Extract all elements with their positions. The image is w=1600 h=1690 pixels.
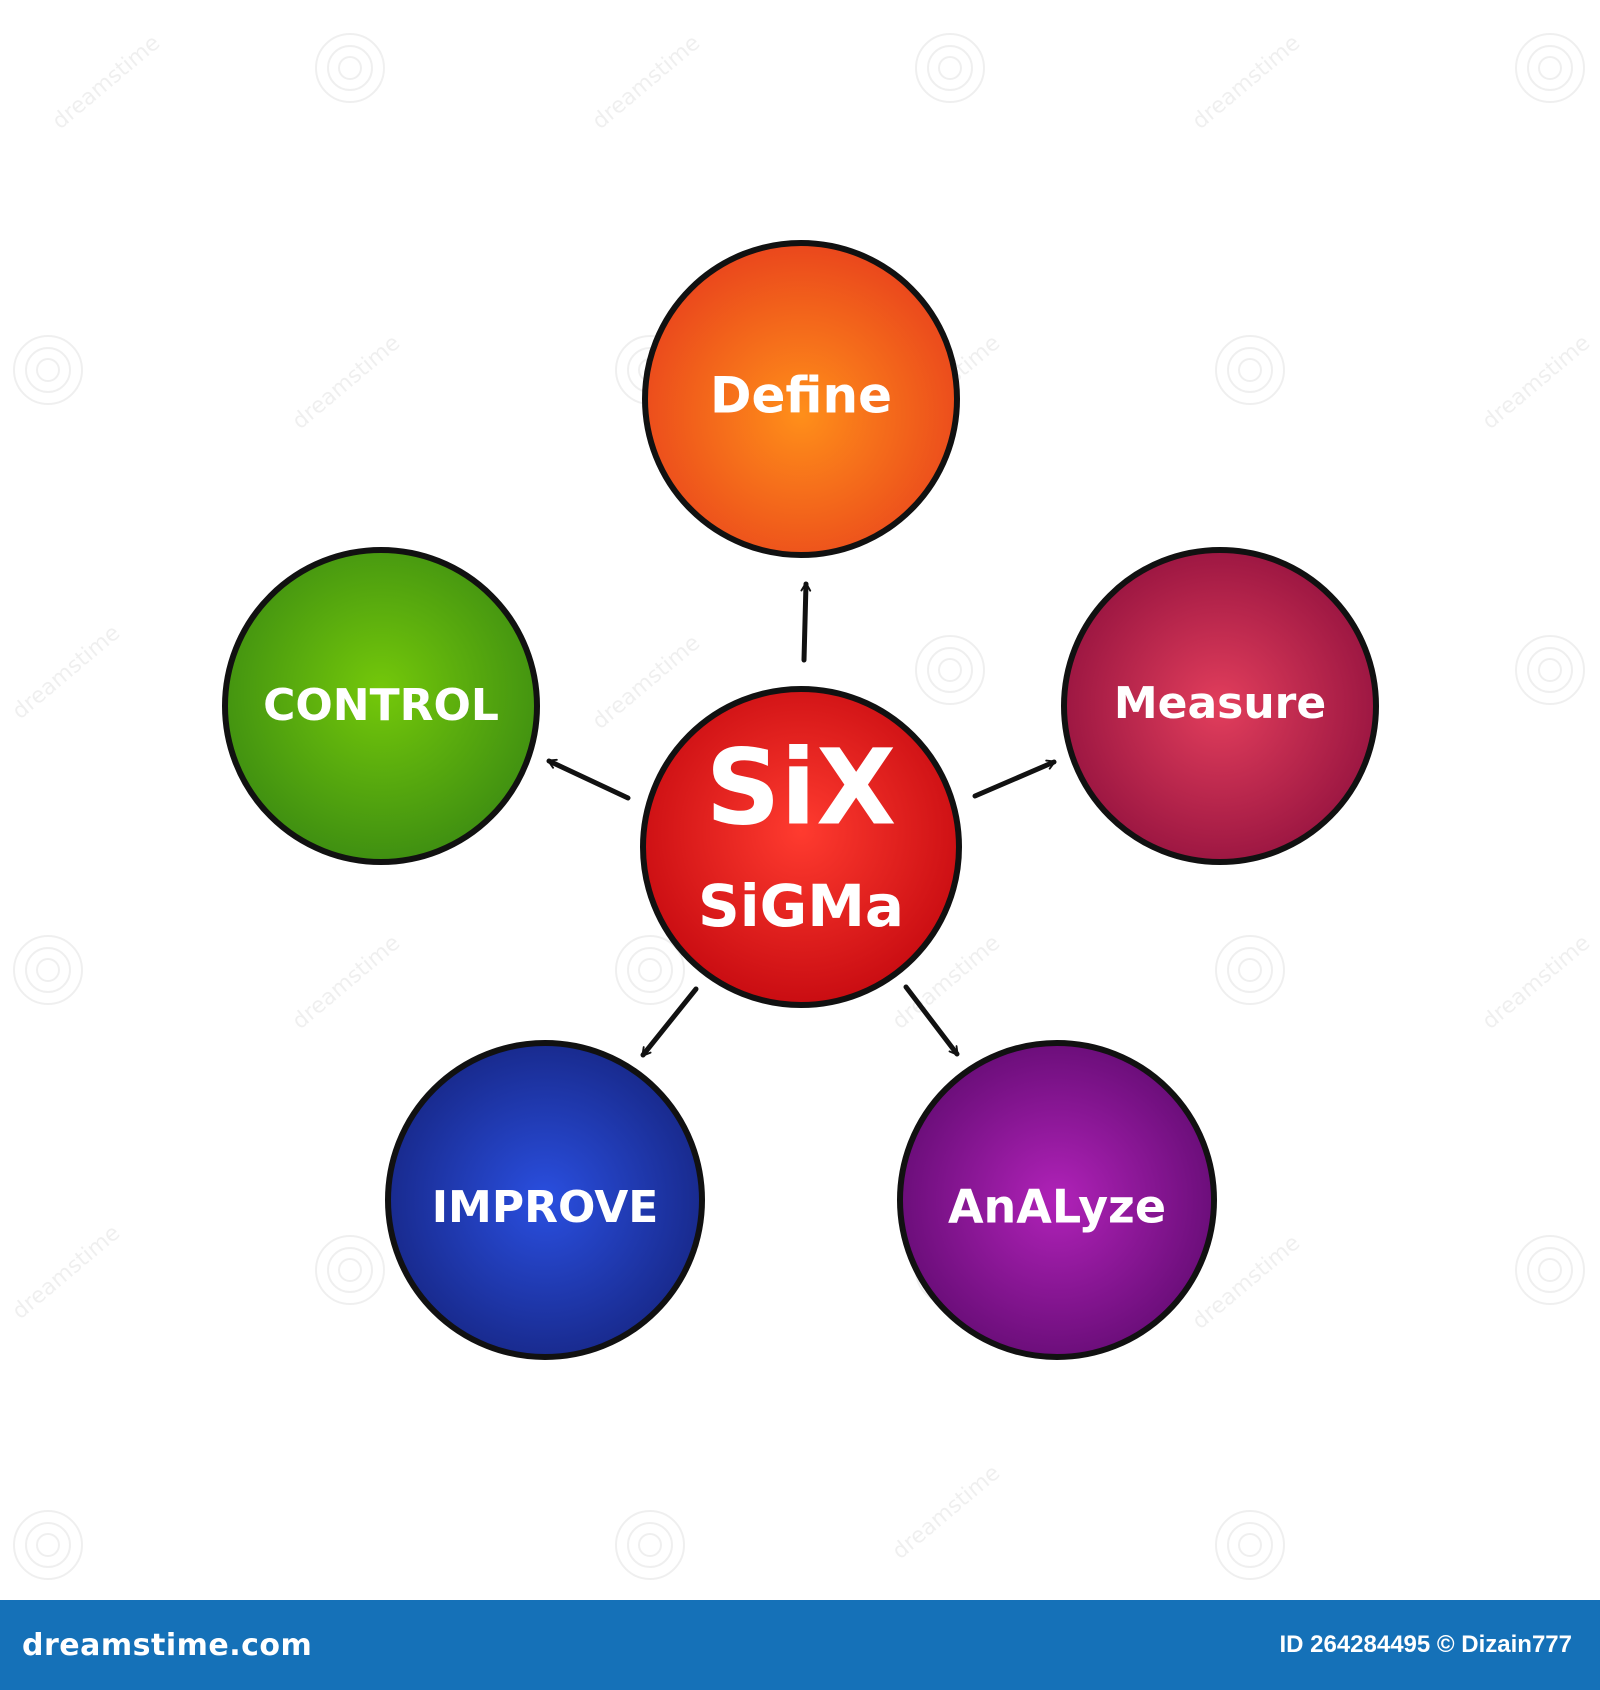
footer-credit: ID 264284495 © Dizain777 [1279,1631,1572,1658]
analyze-circle [897,1040,1217,1360]
improve-circle [385,1040,705,1360]
arrow-to-control [546,758,631,801]
center-circle [640,686,962,1008]
improve-label: IMPROVE [432,1182,659,1233]
node-define: Define [642,240,960,558]
svg-text:dreamstime: dreamstime [1188,31,1305,135]
arrows [546,581,1057,1058]
arrow-to-analyze [903,984,960,1057]
arrow-to-improve [640,986,699,1058]
control-label: CONTROL [263,680,499,731]
measure-label: Measure [1114,678,1326,729]
svg-text:dreamstime: dreamstime [48,31,165,135]
measure-circle [1061,547,1379,865]
svg-text:dreamstime: dreamstime [888,1461,1005,1565]
footer-brand: dreamstime.com [22,1627,313,1663]
define-label: Define [710,367,892,425]
six-sigma-diagram: dreamstime dreamstime dreamstime dreamst… [8,31,1595,1580]
node-improve: IMPROVE [385,1040,705,1360]
svg-text:dreamstime: dreamstime [1478,931,1595,1035]
svg-text:dreamstime: dreamstime [588,31,705,135]
svg-text:dreamstime: dreamstime [288,931,405,1035]
control-circle [222,547,540,865]
svg-text:dreamstime: dreamstime [8,1221,125,1325]
node-measure: Measure [1061,547,1379,865]
center-label-six: SiX [706,726,897,848]
svg-text:dreamstime: dreamstime [588,631,705,735]
center-label-sigma: SiGMa [698,872,904,940]
analyze-label: AnALyze [948,1180,1166,1234]
svg-text:dreamstime: dreamstime [1478,331,1595,435]
arrow-to-define [800,581,812,663]
define-circle [642,240,960,558]
arrow-to-measure [972,759,1057,799]
node-control: CONTROL [222,547,540,865]
svg-text:dreamstime: dreamstime [288,331,405,435]
footer-bar: dreamstime.com ID 264284495 © Dizain777 [0,1600,1600,1690]
svg-text:dreamstime: dreamstime [8,621,125,725]
node-analyze: AnALyze [897,1040,1217,1360]
center-node-six-sigma: SiX SiGMa [640,686,962,1008]
